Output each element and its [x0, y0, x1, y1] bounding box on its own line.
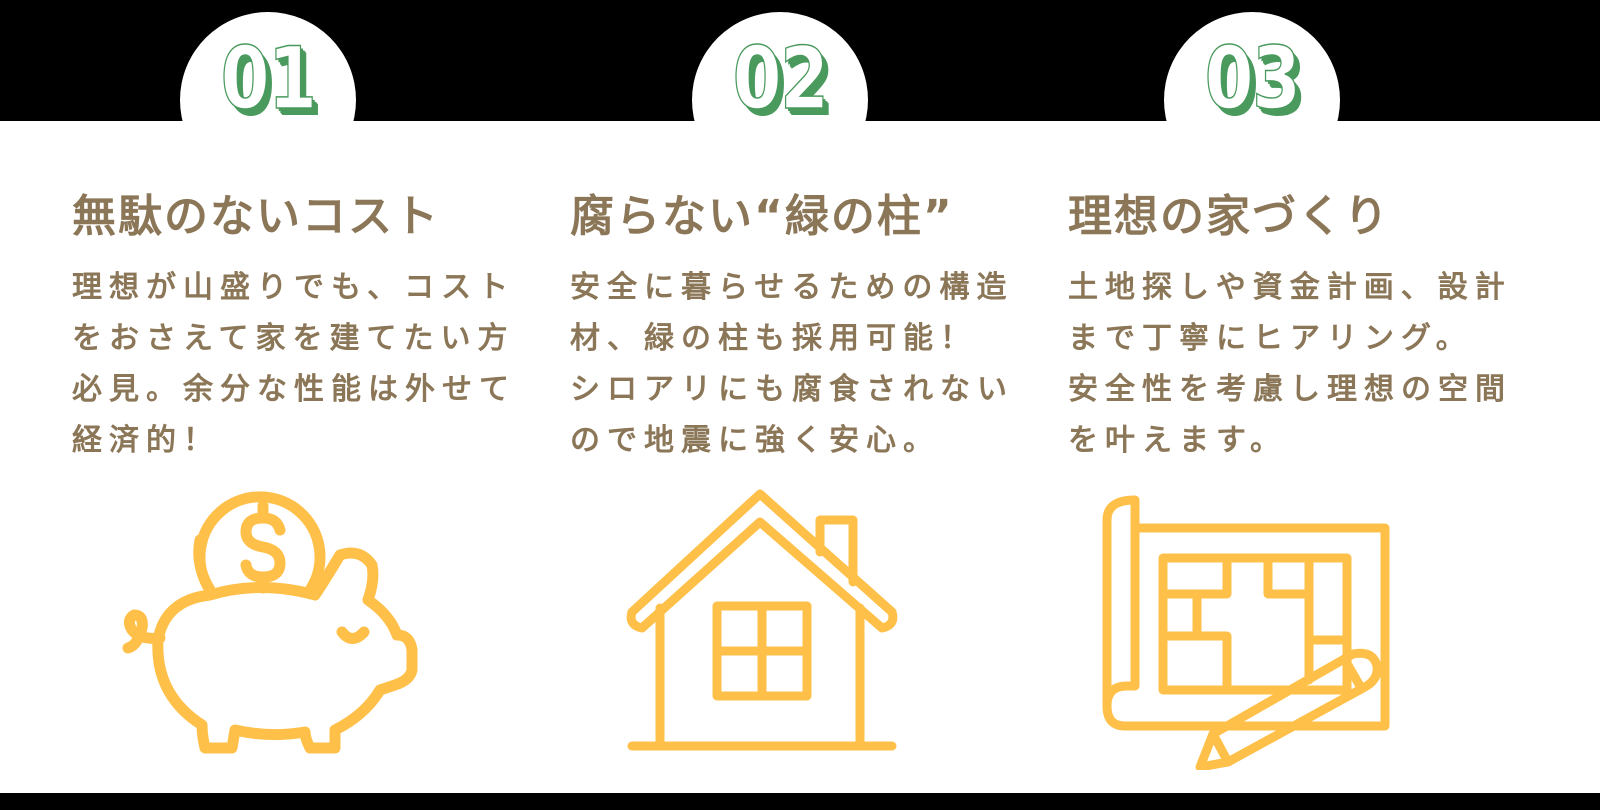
- piggy-bank-icon: [110, 470, 420, 760]
- description-line: まで丁寧にヒアリング。: [1068, 321, 1473, 356]
- feature-description: 土地探しや資金計画、設計 まで丁寧にヒアリング。 安全性を考慮し理想の空間 を叶…: [1068, 262, 1538, 466]
- description-line: をおさえて家を建てたい方: [72, 321, 515, 356]
- content-panel: [0, 121, 1600, 793]
- description-line: 土地探しや資金計画、設計: [1068, 270, 1512, 305]
- description-line: 安全に暮らせるための構造: [570, 270, 1014, 305]
- description-line: 安全性を考慮し理想の空間: [1068, 372, 1512, 407]
- feature-description: 理想が山盛りでも、コスト をおさえて家を建てたい方 必見。余分な性能は外せて 経…: [72, 262, 542, 466]
- bottom-band: [0, 793, 1600, 810]
- description-line: 必見。余分な性能は外せて: [72, 372, 516, 407]
- feature-number: 01: [220, 29, 318, 129]
- feature-description: 安全に暮らせるための構造 材、緑の柱も採用可能！ シロアリにも腐食されない ので…: [570, 262, 1040, 466]
- number-badge: [1164, 12, 1340, 188]
- description-line: シロアリにも腐食されない: [570, 372, 1014, 407]
- description-line: ので地震に強く安心。: [570, 423, 940, 458]
- house-icon: [620, 480, 910, 760]
- description-line: 経済的！: [72, 423, 220, 458]
- feature-number: 03: [1204, 29, 1302, 129]
- number-badge: [180, 12, 356, 188]
- description-line: 理想が山盛りでも、コスト: [72, 270, 516, 305]
- feature-title: 無駄のないコスト: [72, 191, 440, 242]
- feature-title: 理想の家づくり: [1068, 191, 1390, 242]
- blueprint-pencil-icon: [1095, 490, 1395, 770]
- number-badge: [692, 12, 868, 188]
- feature-number: 02: [732, 29, 830, 129]
- description-line: 材、緑の柱も採用可能！: [570, 321, 977, 356]
- feature-title: 腐らない“緑の柱”: [570, 191, 954, 242]
- description-line: を叶えます。: [1068, 423, 1287, 458]
